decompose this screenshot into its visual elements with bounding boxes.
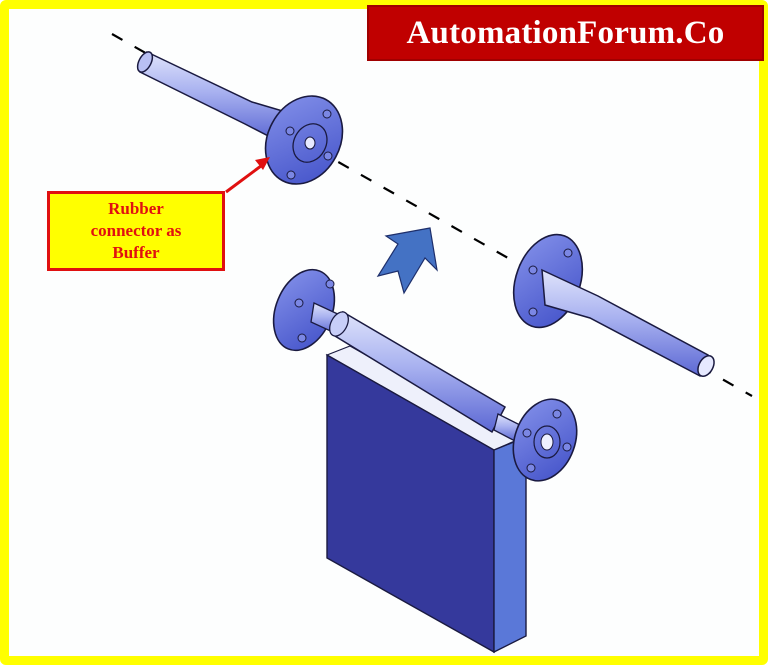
flow-meter-body <box>272 268 578 654</box>
pipe-centerline <box>111 33 753 397</box>
installation-direction-arrow <box>376 227 438 295</box>
inlet-pipe-with-flange <box>136 50 344 185</box>
site-watermark-banner: AutomationForum.Co <box>367 5 764 61</box>
rubber-connector-callout: Rubber connector as Buffer <box>47 191 225 271</box>
callout-arrow <box>225 161 266 194</box>
callout-line-2: connector as <box>90 221 182 240</box>
callout-line-3: Buffer <box>112 243 160 262</box>
callout-line-1: Rubber <box>108 199 164 218</box>
outlet-pipe-with-flange <box>512 233 715 378</box>
